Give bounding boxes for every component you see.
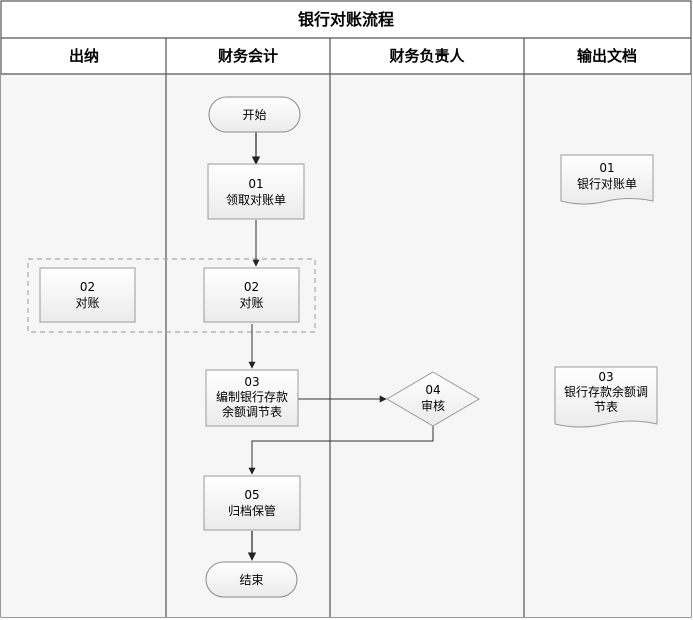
node-04-review-decision: 04 审核 bbox=[386, 371, 480, 427]
document-01-number: 01 bbox=[599, 161, 614, 175]
lane-body-manager bbox=[330, 74, 524, 617]
node-02-accountant-reconcile: 02 对账 bbox=[203, 267, 300, 323]
node-02-accountant-label: 对账 bbox=[239, 296, 263, 310]
lane-body-cashier bbox=[1, 74, 166, 617]
document-01-label: 银行对账单 bbox=[577, 177, 637, 191]
document-03-label-line2: 节表 bbox=[594, 400, 618, 414]
node-03-prepare-reconciliation: 03 编制银行存款 余额调节表 bbox=[205, 369, 299, 427]
lane-header-output: 输出文档 bbox=[577, 47, 637, 65]
node-05-number: 05 bbox=[244, 488, 259, 502]
node-02-cashier-number: 02 bbox=[80, 280, 95, 294]
node-01-label: 领取对账单 bbox=[226, 193, 286, 207]
node-start-label: 开始 bbox=[242, 108, 266, 122]
lane-header-manager: 财务负责人 bbox=[389, 47, 465, 65]
node-02-accountant-number: 02 bbox=[244, 280, 259, 294]
document-01-bank-statement: 01 银行对账单 bbox=[560, 154, 654, 205]
node-02-cashier-reconcile: 02 对账 bbox=[39, 267, 136, 323]
node-end: 结束 bbox=[205, 561, 298, 598]
document-03-label-line1: 银行存款余额调 bbox=[564, 384, 648, 399]
document-03-number: 03 bbox=[598, 370, 613, 384]
node-start: 开始 bbox=[208, 96, 301, 133]
node-03-label-line2: 余额调节表 bbox=[222, 404, 282, 419]
diagram-title: 银行对账流程 bbox=[298, 10, 394, 29]
node-03-number: 03 bbox=[244, 375, 259, 389]
document-03-reconciliation-statement: 03 银行存款余额调 节表 bbox=[554, 366, 658, 428]
node-01-number: 01 bbox=[248, 177, 263, 191]
node-04-number: 04 bbox=[425, 383, 440, 397]
node-05-archive: 05 归档保管 bbox=[203, 475, 301, 531]
node-01-get-statement: 01 领取对账单 bbox=[207, 163, 305, 220]
lane-body-accountant bbox=[166, 74, 330, 617]
node-04-label: 审核 bbox=[421, 398, 445, 413]
node-03-label-line1: 编制银行存款 bbox=[216, 389, 288, 404]
lane-header-accountant: 财务会计 bbox=[218, 47, 278, 65]
node-02-cashier-label: 对账 bbox=[75, 296, 99, 310]
lane-header-cashier: 出纳 bbox=[69, 47, 99, 65]
arrow-04-to-05 bbox=[248, 426, 434, 475]
node-end-label: 结束 bbox=[239, 573, 263, 587]
node-05-label: 归档保管 bbox=[228, 503, 276, 518]
